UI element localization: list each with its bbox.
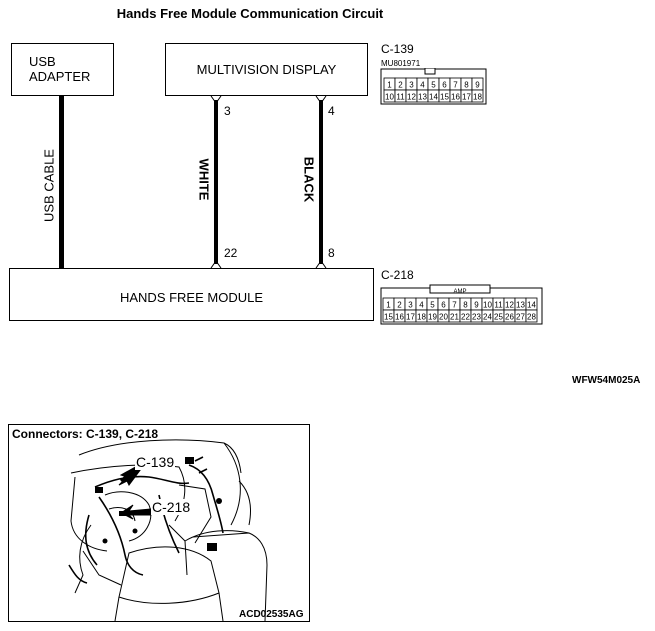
diagram-title: Hands Free Module Communication Circuit: [116, 6, 384, 21]
connector-c218-pin-number: 4: [419, 301, 424, 310]
connector-c218-pin-number: 15: [384, 313, 393, 322]
white-wire-pin-bottom: 22: [224, 246, 238, 260]
connector-c139-pin-number: 17: [462, 93, 471, 102]
hands-free-module-box: HANDS FREE MODULE: [9, 268, 374, 321]
connector-c218-pin-number: 9: [474, 301, 479, 310]
connector-c139-pin-number: 12: [407, 93, 416, 102]
connector-c139-pin-number: 10: [385, 93, 394, 102]
connector-c218-pin-number: 3: [408, 301, 413, 310]
connector-c139-pin-number: 7: [453, 81, 458, 90]
connector-c139-pin-number: 4: [420, 81, 425, 90]
connector-c218-pin-number: 18: [417, 313, 426, 322]
connector-c218-pin-number: 26: [505, 313, 514, 322]
connector-c218-pin-number: 25: [494, 313, 503, 322]
connector-c218-pin-number: 10: [483, 301, 492, 310]
connector-c139-pin-number: 8: [464, 81, 469, 90]
connector-c218-pin-number: 28: [527, 313, 536, 322]
connector-c218-pin-number: 8: [463, 301, 468, 310]
connector-c139-pin-number: 11: [396, 93, 405, 102]
hands-free-module-label: HANDS FREE MODULE: [119, 290, 264, 305]
photo-reference-code: ACD02535AG: [239, 609, 304, 620]
usb-adapter-box: USB ADAPTER: [11, 43, 114, 96]
photo-callout-c139: C-139: [135, 454, 176, 470]
connector-c139-id: C-139: [381, 42, 414, 56]
connector-c139-pin-number: 5: [431, 81, 436, 90]
connector-c218-pin-number: 13: [516, 301, 525, 310]
connector-c218-pin-number: 1: [386, 301, 391, 310]
connector-c218-pin-number: 17: [406, 313, 415, 322]
connector-c218-pin-number: 5: [430, 301, 435, 310]
connector-c218-pin-number: 20: [439, 313, 448, 322]
diagram-reference-code: WFW54M025A: [572, 375, 641, 386]
connector-c139-pin-number: 13: [418, 93, 427, 102]
black-wire-label: BLACK: [301, 156, 317, 203]
connector-location-photo: Connectors: C-139, C-218: [8, 424, 310, 622]
connector-c218-pin-number: 2: [397, 301, 402, 310]
connector-c139-pin-number: 18: [473, 93, 482, 102]
connector-c218-pin-number: 6: [441, 301, 446, 310]
connector-c139-pin-number: 1: [387, 81, 392, 90]
photo-title: Connectors: C-139, C-218: [12, 427, 159, 441]
white-wire-pin-top: 3: [224, 104, 231, 118]
connector-c139-pin-cavity: [471, 89, 484, 103]
connector-c139-pin-number: 16: [451, 93, 460, 102]
black-wire-pin-top: 4: [328, 104, 335, 118]
connector-c218-id: C-218: [381, 268, 414, 282]
white-wire-label: WHITE: [196, 158, 212, 201]
connector-c218-pin-number: 22: [461, 313, 470, 322]
connector-c139-pin-number: 3: [409, 81, 414, 90]
connector-c218-tag: AMP: [453, 289, 466, 295]
connector-c139-pin-number: 6: [442, 81, 447, 90]
black-wire: [315, 96, 327, 268]
connector-c218-pin-cavity: [525, 309, 538, 323]
connector-c218-pin-number: 27: [516, 313, 525, 322]
connector-c139-pin-number: 14: [429, 93, 438, 102]
connector-c218-pin-number: 23: [472, 313, 481, 322]
connector-c218-pin-number: 11: [494, 301, 503, 310]
connector-c218-pin-number: 7: [452, 301, 457, 310]
connector-c218-pin-number: 21: [450, 313, 459, 322]
black-wire-pin-bottom: 8: [328, 246, 335, 260]
usb-cable-label: USB CABLE: [41, 149, 57, 222]
usb-adapter-label-line2: ADAPTER: [29, 69, 91, 84]
connector-c218-pin-number: 16: [395, 313, 404, 322]
multivision-display-label: MULTIVISION DISPLAY: [196, 62, 337, 77]
connector-c139-pin-number: 2: [398, 81, 403, 90]
connector-c218-pin-number: 19: [428, 313, 437, 322]
connector-c218-pin-number: 24: [483, 313, 492, 322]
photo-callout-c218: C-218: [151, 499, 192, 515]
usb-cable-wire: [59, 96, 64, 268]
dashboard-illustration: [68, 439, 268, 621]
connector-c139-pin-number: 15: [440, 93, 449, 102]
connector-c218-pin-number: 12: [505, 301, 514, 310]
white-wire: [210, 96, 222, 268]
connector-c218-pin-number: 14: [527, 301, 536, 310]
connector-c139-part-number: MU801971: [381, 59, 421, 68]
usb-adapter-label-line1: USB: [29, 54, 56, 69]
multivision-display-box: MULTIVISION DISPLAY: [165, 43, 368, 96]
connector-c139-pin-number: 9: [475, 81, 480, 90]
